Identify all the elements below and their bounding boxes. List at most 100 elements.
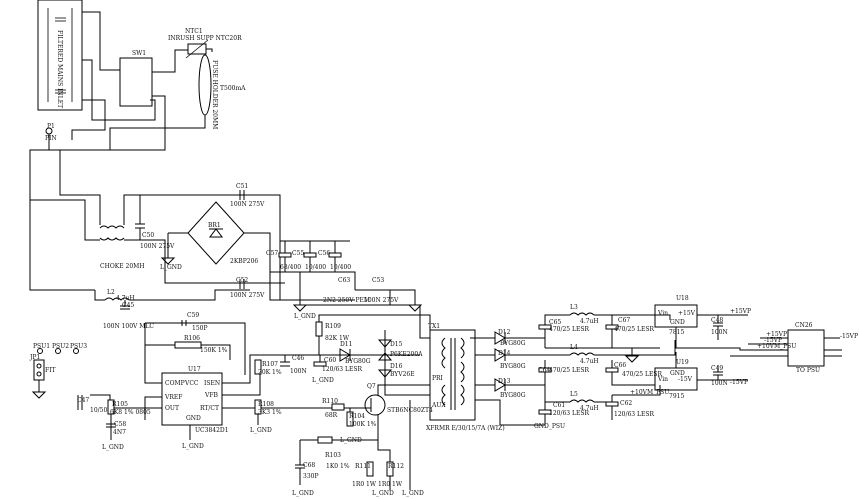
u18-in: Vin	[657, 310, 668, 317]
c60-ref: C60	[324, 357, 336, 364]
tx1-pri-label: PRI	[432, 375, 444, 382]
u18-gnd: GND	[670, 319, 685, 326]
c64-ref: C64	[538, 367, 550, 374]
c59-value: 150P	[192, 325, 208, 332]
p1: P1 PIN	[45, 123, 57, 142]
c63-value: 2N2 250V PEM	[323, 297, 370, 304]
l4-value: 4.7uH	[580, 358, 599, 365]
l2-ref: L2	[107, 289, 115, 296]
c68-value: 330P	[303, 473, 319, 480]
c53: C53 100N 275V	[364, 277, 399, 304]
c66-ref: C66	[614, 362, 626, 369]
l2: L2 4.7uH	[107, 289, 135, 302]
r112-ref: R112	[388, 463, 404, 470]
c64-value: 470/25 LESR	[549, 367, 589, 374]
lgnd-c60: L_GND	[312, 377, 334, 384]
c51: C51 100N 275V	[230, 183, 265, 208]
c64: C64 470/25 LESR	[538, 367, 589, 374]
c68-ref: C68	[303, 462, 315, 469]
r106-value: 150K 1%	[200, 347, 228, 354]
c45-ref: C45	[122, 302, 134, 309]
c57-value: 68/400	[280, 264, 301, 271]
p1-value: PIN	[45, 135, 57, 142]
c63-ref: C63	[338, 277, 350, 284]
psu2-label: PSU2	[52, 343, 69, 350]
filter-label: FILTERED MAINS INLET	[56, 30, 63, 108]
c61-ref: C61	[553, 402, 565, 409]
d14: D14 BYG80G	[498, 350, 526, 370]
c45-value: 100N 100V MLC	[103, 323, 154, 330]
r107-ref: R107	[262, 361, 278, 368]
c47-value: 10/50	[90, 407, 107, 414]
c49-value: 100N	[711, 380, 728, 387]
u17-pin-out: OUT	[165, 405, 179, 412]
ntc1: NTC1 INRUSH SUPP NTC20R	[168, 28, 242, 42]
cn26-p15vp: +15VP	[766, 331, 787, 338]
u19-ref: U19	[676, 359, 689, 366]
u17-pin-vcc: VCC	[184, 380, 199, 387]
lgnd-bridge: L_GND	[160, 264, 182, 271]
lgnd-r112: L_GND	[372, 490, 394, 497]
c66-value: 470/25 LESR	[622, 371, 662, 378]
r110: R110 68R	[322, 398, 338, 419]
r107: R107 20K 1%	[258, 361, 282, 376]
c66: C66 470/25 LESR	[614, 362, 662, 378]
l5-value: 4.7uH	[580, 405, 599, 412]
d12-ref: D12	[498, 329, 511, 336]
cn26: CN26 +15VP -15VP +10VM_PSU -15VP TO PSU	[757, 322, 858, 374]
r107-value: 20K 1%	[258, 369, 282, 376]
l3-value: 4.7uH	[580, 318, 599, 325]
c47: C47 10/50	[77, 397, 107, 414]
c62-value: 120/63 LESR	[614, 411, 654, 418]
c65: C65 470/25 LESR	[549, 319, 589, 333]
m15vp-label: -15VP	[730, 379, 748, 386]
fuse-label: FUSE HOLDER 20MM	[211, 60, 218, 129]
d12: D12 BYG80G	[498, 329, 526, 347]
r104-ref: R104	[349, 413, 365, 420]
c50-value: 100N 275V	[140, 243, 175, 250]
l3-ref: L3	[570, 304, 578, 311]
u17-pin-rtct: RT/CT	[200, 405, 219, 412]
u17-pin-gnd: GND	[186, 415, 201, 422]
cn26-ref: CN26	[795, 322, 813, 329]
jp1-ref: JP1	[29, 354, 40, 361]
ntc1-ref: NTC1	[185, 28, 203, 35]
c50-ref: C50	[142, 232, 154, 239]
lgnd-c58: L_GND	[102, 444, 124, 451]
u17-pin-vref: VREF	[164, 394, 182, 401]
r103-ref: R103	[325, 452, 341, 459]
r103: R103 1K0 1%	[325, 452, 350, 470]
u17-pin-vfb: VFB	[204, 392, 218, 399]
l5-ref: L5	[570, 391, 578, 398]
wires	[29, 0, 842, 490]
r109-value: 82K 1W	[325, 335, 350, 342]
d15: D15 P6KE200A	[390, 341, 423, 358]
r112: R112 1R0 1W	[378, 463, 404, 488]
c59-ref: C59	[187, 312, 199, 319]
c60-value: 120/63 LESR	[322, 366, 362, 373]
c60: C60 120/63 LESR	[322, 357, 362, 373]
r110-value: 68R	[325, 412, 338, 419]
u18: U18 Vin +15V GND 7815	[657, 295, 696, 336]
l4-ref: L4	[570, 344, 578, 351]
br1: BR1 2KBP206	[208, 222, 258, 265]
c68: C68 330P	[303, 462, 319, 480]
r104: R104 100K 1%	[349, 413, 377, 428]
c67: C67 470/25 LESR	[614, 317, 654, 333]
filter-block: FILTERED MAINS INLET	[56, 30, 63, 108]
q7-ref: Q7	[367, 383, 376, 390]
c55-value: 10/400	[305, 264, 326, 271]
r105-ref: R105	[112, 401, 128, 408]
r108-ref: R108	[258, 401, 274, 408]
d14-value: BYG80G	[500, 363, 526, 370]
u19-value: 7915	[669, 393, 684, 400]
lgnd-bulk: L_GND	[294, 313, 316, 320]
lgnd-bottom: L_GND	[402, 490, 424, 497]
r106: R106 150K 1%	[184, 335, 228, 354]
d15-ref: D15	[390, 341, 403, 348]
r110-ref: R110	[322, 398, 338, 405]
tx1-aux-label: AUX	[431, 402, 446, 409]
d12-value: BYG80G	[500, 340, 526, 347]
c51-value: 100N 275V	[230, 201, 265, 208]
r109: R109 82K 1W	[325, 323, 350, 342]
